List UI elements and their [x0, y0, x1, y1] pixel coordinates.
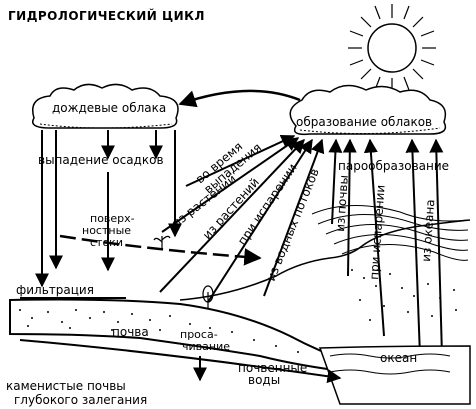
groundwater-arrow: [19, 339, 342, 384]
precipitation-label: выпадение осадков: [38, 153, 164, 167]
soil-water-label-1: почвенные: [238, 361, 307, 375]
rain-clouds-label: дождевые облака: [52, 101, 166, 115]
seepage-label-1: проса-: [180, 328, 218, 341]
seepage-label-2: чивание: [182, 340, 230, 353]
surface-runoff-line-1: поверх-: [90, 212, 135, 225]
precipitation-arrows: [35, 130, 182, 288]
cloud-formation-shape: [289, 84, 447, 136]
sun-icon: [348, 4, 436, 92]
plant-icon: [153, 235, 171, 250]
rocky-soil-label-1: каменистые почвы: [6, 379, 126, 393]
filtration-label: фильтрация: [16, 283, 94, 297]
ocean-shape: [318, 345, 471, 405]
soil-water-label-2: воды: [248, 373, 280, 387]
diagram-title: ГИДРОЛОГИЧЕСКИЙ ЦИКЛ: [8, 8, 205, 23]
rocky-soil-label-2: глубокого залегания: [14, 393, 147, 407]
rain-stipple: [351, 269, 457, 321]
from-ocean-label: из океана: [419, 199, 437, 262]
vaporization-label: парообразование: [338, 159, 449, 173]
cloud-transfer-arrow: [178, 89, 301, 108]
surface-runoff-line-2: ностные: [82, 224, 131, 237]
surface-runoff-arrow: [59, 234, 262, 266]
water-flow-lines: [311, 205, 469, 261]
soil-label: почва: [112, 325, 149, 339]
ocean-label: океан: [380, 351, 417, 365]
rain-cloud-shape: [32, 83, 179, 129]
evaporation-arrows: [159, 134, 444, 357]
on-evaporation-label-2: при испарении: [367, 184, 388, 280]
cloud-formation-label: образование облаков: [296, 115, 432, 129]
